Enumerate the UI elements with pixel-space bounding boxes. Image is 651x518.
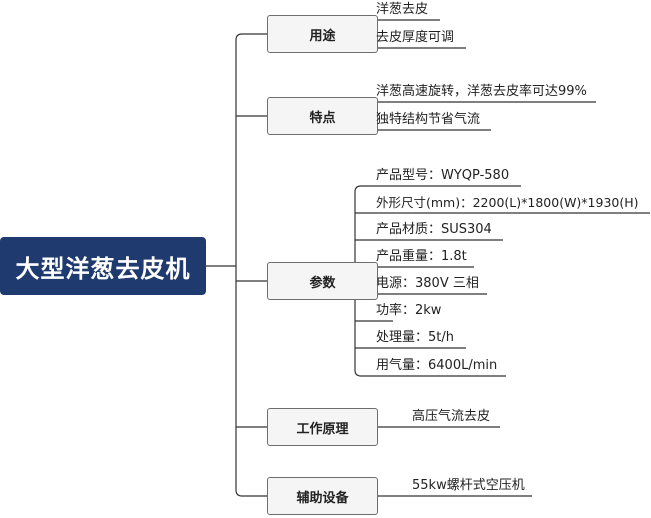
branch-node-working-principle: 工作原理 — [267, 408, 378, 446]
root-node: 大型洋葱去皮机 — [0, 237, 206, 295]
leaf-param-material: 产品材质：SUS304 — [376, 222, 492, 237]
leaf-param-air-consumption: 用气量：6400L/min — [376, 358, 498, 373]
leaf-usage-1: 洋葱去皮 — [376, 2, 429, 17]
leaf-features-1: 洋葱高速旋转，洋葱去皮率可达99% — [376, 84, 587, 99]
leaf-auxiliary-1: 55kw螺杆式空压机 — [412, 478, 525, 493]
leaf-param-model: 产品型号：WYQP-580 — [376, 168, 510, 183]
leaf-param-dimensions: 外形尺寸(mm)：2200(L)*1800(W)*1930(H) — [376, 195, 639, 210]
leaf-param-capacity: 处理量：5t/h — [376, 330, 454, 345]
branch-node-auxiliary-equipment: 辅助设备 — [267, 477, 378, 515]
leaf-principle-1: 高压气流去皮 — [412, 409, 491, 424]
leaf-features-2: 独特结构节省气流 — [376, 112, 481, 127]
trunk-line — [235, 33, 243, 497]
leaf-param-power: 功率：2kw — [376, 303, 442, 318]
branch-node-features: 特点 — [267, 97, 378, 135]
branch-node-usage: 用途 — [267, 15, 378, 53]
leaf-param-weight: 产品重量：1.8t — [376, 249, 467, 264]
leaf-usage-2: 去皮厚度可调 — [376, 30, 455, 45]
branch-node-parameters: 参数 — [267, 262, 378, 300]
leaf-param-power-supply: 电源：380V 三相 — [376, 276, 479, 291]
